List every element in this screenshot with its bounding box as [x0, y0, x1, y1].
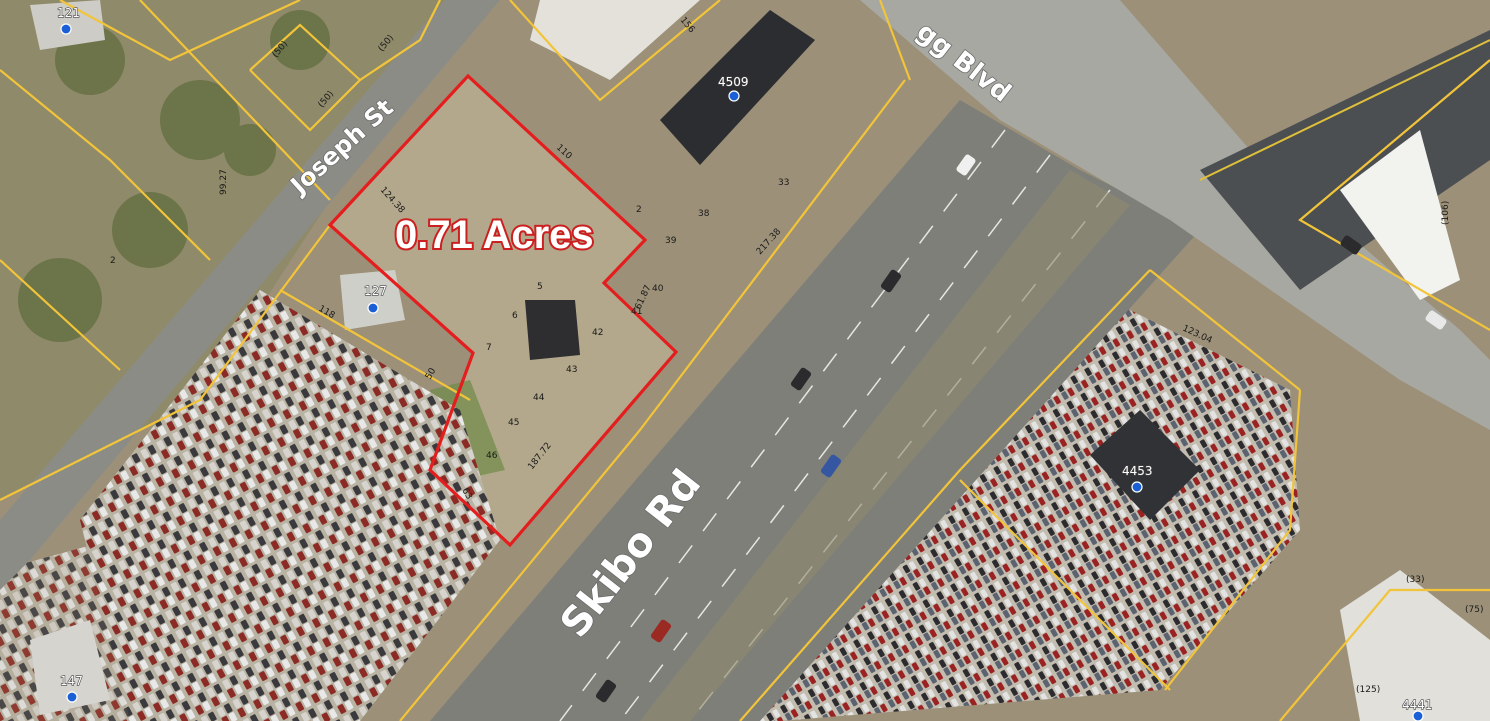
location-pin-icon: [367, 302, 379, 314]
subject-parcel-outline[interactable]: [327, 73, 679, 548]
lot-number: 40: [652, 284, 664, 294]
car-lot-left: [80, 290, 500, 721]
address-marker-4509[interactable]: 4509: [717, 74, 749, 102]
lot-number: 33: [778, 178, 789, 188]
dim-label: 99.27: [219, 169, 229, 195]
lot-number: 38: [698, 209, 710, 219]
building-top: [530, 0, 700, 80]
building-right: [1340, 130, 1460, 300]
house-127: [340, 270, 405, 330]
map-number: (75): [1465, 605, 1483, 615]
location-pin-icon: [728, 90, 740, 102]
address-label: 121: [57, 6, 80, 20]
house-147: [30, 620, 110, 715]
address-label: 4441: [1402, 698, 1433, 712]
building-4509: [660, 10, 815, 165]
lot-numbers: 2 38 39 40 41 42 43 44 45 46 5 6 7 33 2: [110, 178, 789, 461]
map-number: (125): [1356, 685, 1380, 695]
dim-label: 63: [459, 487, 473, 502]
location-pin-icon: [1412, 710, 1424, 721]
lot-number: 42: [592, 328, 603, 338]
lot-number: 2: [636, 205, 642, 215]
lot-number: 43: [566, 365, 577, 375]
lot-number: 41: [631, 307, 642, 317]
median: [640, 170, 1130, 721]
acreage-label: 0.71 Acres: [395, 213, 594, 257]
address-marker-4453[interactable]: 4453: [1121, 463, 1153, 493]
address-marker-121[interactable]: 121: [56, 5, 81, 35]
lot-number: 7: [486, 343, 492, 353]
location-pin-icon: [66, 691, 78, 703]
vehicles: [595, 154, 1447, 703]
subject-parcel-ground: [330, 76, 676, 545]
building-4441: [1340, 570, 1490, 721]
address-label: 147: [60, 674, 83, 688]
joseph-st-road: [0, 0, 500, 590]
address-marker-147[interactable]: 147: [59, 673, 84, 703]
location-pin-icon: [1131, 481, 1143, 493]
address-marker-127[interactable]: 127: [363, 283, 388, 314]
map-number: (33): [1406, 575, 1424, 585]
lot-number: 46: [486, 451, 498, 461]
lot-number: 6: [512, 311, 518, 321]
address-label: 4453: [1122, 464, 1153, 478]
car-lot-right: [740, 300, 1300, 721]
address-label: 4509: [718, 75, 749, 89]
address-label: 127: [364, 284, 387, 298]
address-marker-4441[interactable]: 4441: [1401, 697, 1433, 721]
structure-on-lot: [525, 300, 580, 360]
map-number: (106): [1441, 201, 1451, 225]
lot-number: 2: [110, 256, 116, 266]
location-pin-icon: [60, 23, 72, 35]
lot-number: 45: [508, 418, 519, 428]
blvd-overpass: [860, 0, 1490, 430]
building-4453: [1090, 410, 1200, 520]
blvd-dark-road: [1200, 30, 1490, 290]
lot-number: 44: [533, 393, 545, 403]
lot-number: 5: [537, 282, 543, 292]
lot-number: 39: [665, 236, 677, 246]
tree-cover: [18, 10, 330, 342]
